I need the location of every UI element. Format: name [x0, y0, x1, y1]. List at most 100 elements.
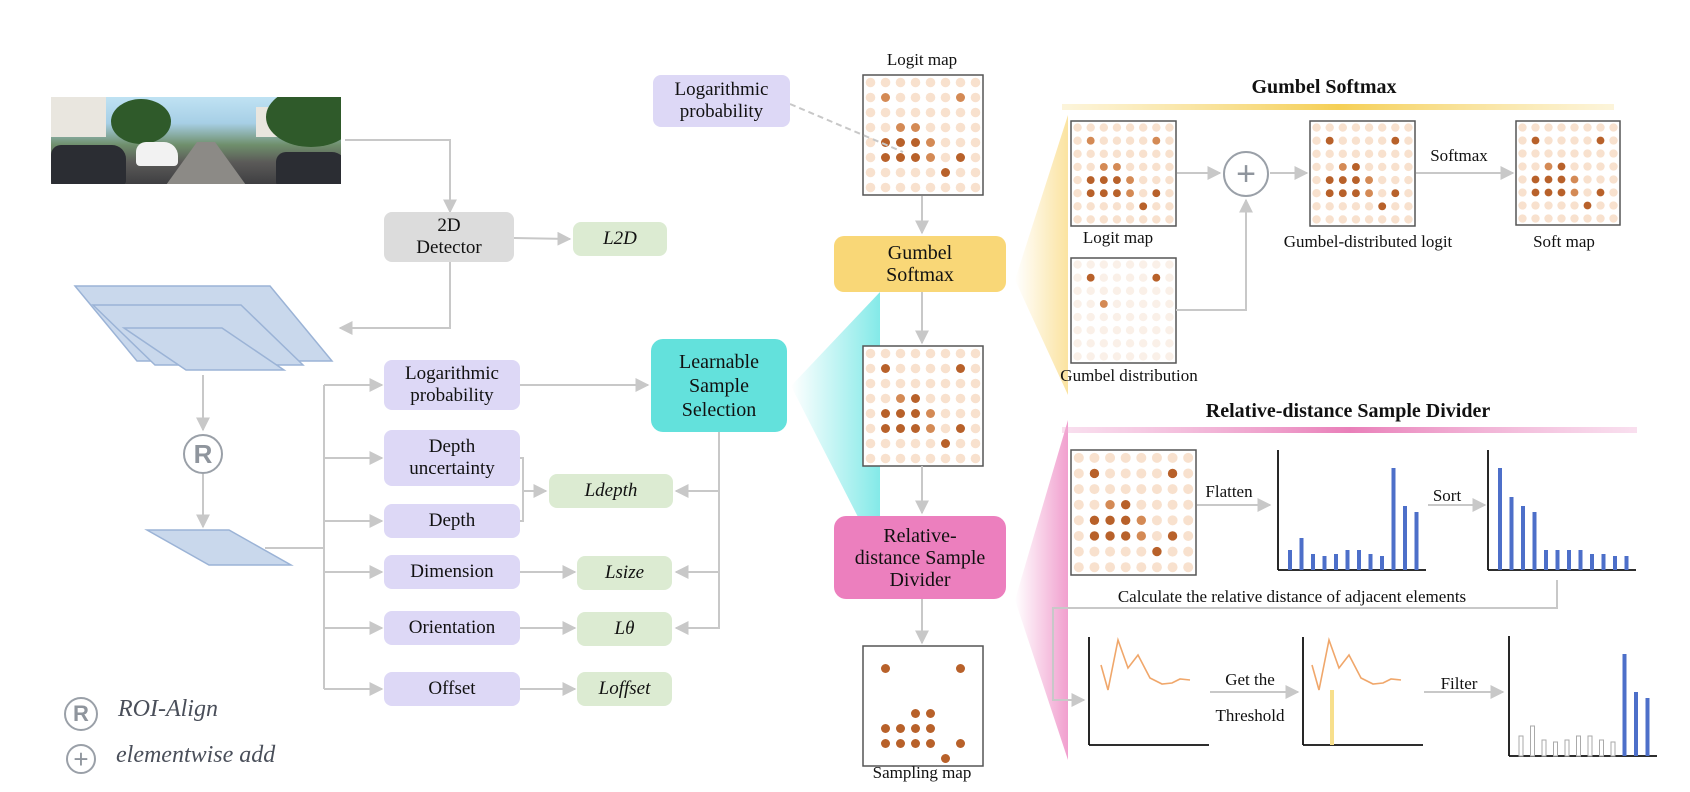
gumbel-distribution-map-dot	[1073, 273, 1082, 282]
gumbel-distribution-map-dot	[1099, 312, 1109, 322]
gumbel-distribution-map-dot	[1086, 260, 1095, 269]
flatten-label: Flatten	[1205, 482, 1253, 501]
rsd-input-map-frame	[1070, 449, 1197, 576]
soft-map-dot	[1609, 175, 1618, 184]
gumbel-logit-map-dot	[1086, 136, 1095, 145]
sampling-map-dot	[956, 664, 965, 673]
gumbel-logit-map-dot	[1165, 162, 1174, 172]
gumbel-distribution-map-dot	[1125, 325, 1135, 335]
selection-map-dot	[970, 423, 981, 434]
flatten-chart-bar	[1334, 554, 1338, 570]
gumbel-logit-map-dot	[1086, 149, 1095, 159]
gumbel-distribution-map-dot	[1125, 339, 1135, 348]
rsd-input-map-dot	[1073, 530, 1084, 541]
gumbel-logit-map-dot	[1113, 176, 1121, 184]
flatten-chart-bar	[1345, 550, 1350, 570]
elementwise-add-symbol: +	[1236, 154, 1256, 193]
gumbel-logit-map-dot	[1113, 163, 1121, 171]
logit-map-top-dot	[956, 153, 965, 162]
soft-map-dot	[1544, 214, 1553, 223]
log-prob-label: Logarithmic probability	[405, 363, 499, 406]
loss-2d-label: L2D	[603, 228, 637, 249]
feature-map-layer-3	[121, 327, 287, 371]
gumbel-logit-map-dot	[1152, 136, 1161, 145]
rsd-input-map-dot	[1121, 531, 1131, 541]
rsd-input-map-dot	[1151, 468, 1162, 479]
depth-box: Depth	[384, 504, 520, 538]
sort-chart-bar	[1567, 550, 1571, 570]
gumbel-distribution-map-dot	[1138, 325, 1148, 335]
gumbel-logit-result-dot	[1391, 162, 1400, 172]
logit-map-top-dot	[865, 92, 876, 103]
filter-chart-bar	[1634, 692, 1638, 756]
gumbel-logit-result-dot	[1312, 136, 1321, 145]
gumbel-logit-result-dot	[1391, 202, 1400, 211]
rsd-input-map-dot	[1120, 452, 1131, 463]
softmax-label: Softmax	[1430, 146, 1488, 165]
gumbel-distribution-map-dot	[1138, 260, 1148, 269]
input-image	[51, 97, 341, 184]
flatten-chart-bar	[1299, 538, 1304, 570]
soft-map-dot	[1531, 201, 1540, 210]
rsd-input-map-dot	[1120, 546, 1131, 557]
gumbel-logit-map-label: Logit map	[1082, 228, 1154, 247]
gumbel-distribution-map-dot	[1086, 286, 1095, 296]
selection-map-dot	[955, 393, 966, 404]
gumbel-logit-map-dot	[1138, 215, 1148, 224]
sampling-map-dot	[881, 724, 890, 733]
logit-map-top-dot	[970, 77, 981, 88]
rsd-input-map-dot	[1105, 484, 1116, 495]
gumbel-logit-map-dot	[1112, 149, 1122, 159]
gumbel-logit-result-dot	[1325, 123, 1334, 132]
loss-offset: Loffset	[577, 672, 672, 706]
rsd-input-map-dot	[1183, 452, 1194, 463]
soft-map-dot	[1583, 214, 1592, 223]
selection-map-dot	[940, 393, 951, 404]
distance-curve	[1100, 637, 1191, 691]
arrow-learnable-theta	[674, 432, 720, 635]
sort-chart-bar	[1544, 550, 1548, 570]
rsd-input-map-dot	[1167, 484, 1178, 495]
depth-uncertainty-box: Depth uncertainty	[384, 430, 520, 486]
soft-map-dot	[1518, 188, 1527, 197]
gumbel-logit-result-dot	[1364, 123, 1374, 132]
gumbel-logit-map-dot	[1073, 202, 1082, 211]
gumbel-distribution-map-dot	[1112, 286, 1122, 296]
gumbel-distribution-map-dot	[1165, 260, 1174, 269]
gumbel-logit-result-dot	[1312, 149, 1321, 159]
logit-map-top-dot	[955, 122, 966, 133]
gumbel-logit-map-dot	[1139, 202, 1148, 211]
filter-chart-bar	[1564, 739, 1570, 757]
gumbel-logit-map-dot	[1073, 215, 1082, 224]
rsd-input-map-dot	[1167, 546, 1178, 557]
gumbel-logit-result-dot	[1364, 136, 1374, 145]
gumbel-logit-map-dot	[1099, 176, 1108, 184]
rsd-input-map-dot	[1183, 530, 1194, 541]
selection-map-dot	[940, 408, 951, 419]
rsd-input-map-dot	[1089, 515, 1100, 525]
soft-map-dot	[1531, 162, 1540, 171]
rsd-input-map-dot	[1152, 546, 1162, 557]
rsd-input-map-dot	[1151, 515, 1162, 526]
logit-map-top-dot	[955, 167, 966, 178]
detector-box: 2D Detector	[384, 212, 514, 262]
gumbel-distribution-map-dot	[1138, 312, 1148, 322]
gumbel-distribution-map-dot	[1125, 273, 1135, 282]
logit-map-top-dot	[925, 92, 936, 103]
gumbel-logit-result-dot	[1352, 163, 1360, 171]
logit-map-top-dot	[910, 107, 921, 118]
gumbel-logit-result-dot	[1391, 149, 1400, 159]
rsd-input-map-dot	[1105, 546, 1116, 557]
log-prob-top-label: Logarithmic probability	[674, 79, 769, 122]
gumbel-logit-result-dot	[1377, 175, 1387, 185]
threshold-curve	[1311, 637, 1402, 691]
gumbel-logit-result-dot	[1338, 123, 1348, 132]
legend-add-icon: +	[66, 744, 96, 774]
gumbel-logit-result-dot	[1325, 162, 1334, 172]
selection-map-dot	[910, 453, 921, 464]
logit-map-top-dot	[896, 138, 905, 147]
dimension-box: Dimension	[384, 555, 520, 589]
logit-map-top-dot	[895, 167, 906, 178]
filter-chart-bar	[1622, 654, 1627, 756]
gumbel-logit-result-dot	[1378, 202, 1387, 211]
